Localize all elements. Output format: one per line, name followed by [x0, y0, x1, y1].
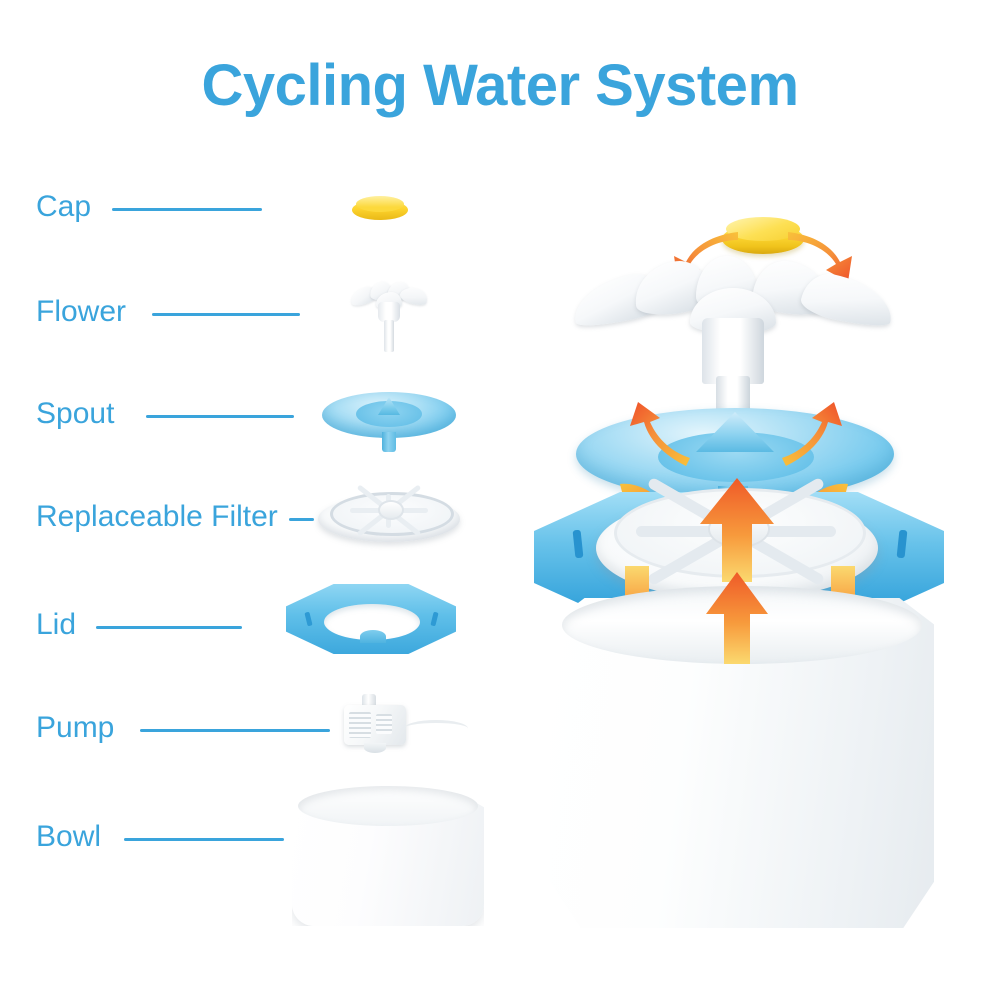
- arrow-filter-rise-center: [700, 478, 774, 582]
- page-title: Cycling Water System: [201, 53, 799, 118]
- label-bowl: Bowl: [36, 820, 102, 853]
- arrow-bowl-intake-center: [706, 572, 768, 664]
- arrow-cap-splash-right: [788, 232, 852, 282]
- part-cap: [352, 194, 408, 224]
- part-bowl: [292, 786, 484, 926]
- label-spout: Spout: [36, 397, 115, 430]
- pump-intake-vents: [349, 712, 371, 738]
- label-lid: Lid: [36, 608, 77, 641]
- leader-line-replaceable-filter: [289, 518, 314, 521]
- lid-front-notch: [360, 630, 386, 643]
- part-pump: [340, 694, 470, 756]
- label-cap: Cap: [36, 190, 92, 223]
- label-flower: Flower: [36, 295, 127, 328]
- assembled-product: [510, 200, 990, 940]
- bowl-rim: [298, 786, 478, 826]
- assembly-flower-petal: [798, 268, 898, 332]
- spout-stem: [382, 432, 396, 452]
- part-lid: [286, 584, 456, 660]
- arrow-spout-flow-left: [630, 402, 690, 466]
- label-pump: Pump: [36, 711, 115, 744]
- cap-top-face: [356, 196, 404, 212]
- leader-line-cap: [112, 208, 262, 211]
- pump-foot: [364, 743, 386, 753]
- assembly-cap-top-face: [726, 217, 800, 241]
- leader-line-flower: [152, 313, 300, 316]
- arrow-spout-flow-right: [782, 402, 842, 466]
- pump-nozzle: [362, 694, 376, 707]
- part-spout: [322, 392, 456, 452]
- flower-hub: [378, 302, 400, 322]
- pump-power-cord: [404, 720, 468, 737]
- flower-stem: [384, 320, 394, 352]
- leader-line-lid: [96, 626, 242, 629]
- filter-hub: [378, 500, 404, 520]
- leader-line-bowl: [124, 838, 284, 841]
- part-replaceable-filter: [318, 484, 460, 546]
- leader-line-pump: [140, 729, 330, 732]
- leader-line-spout: [146, 415, 294, 418]
- assembly-flower-hub: [702, 318, 764, 384]
- label-replaceable-filter: Replaceable Filter: [36, 500, 278, 533]
- pump-intake-vents: [376, 714, 392, 734]
- part-flower: [348, 280, 430, 352]
